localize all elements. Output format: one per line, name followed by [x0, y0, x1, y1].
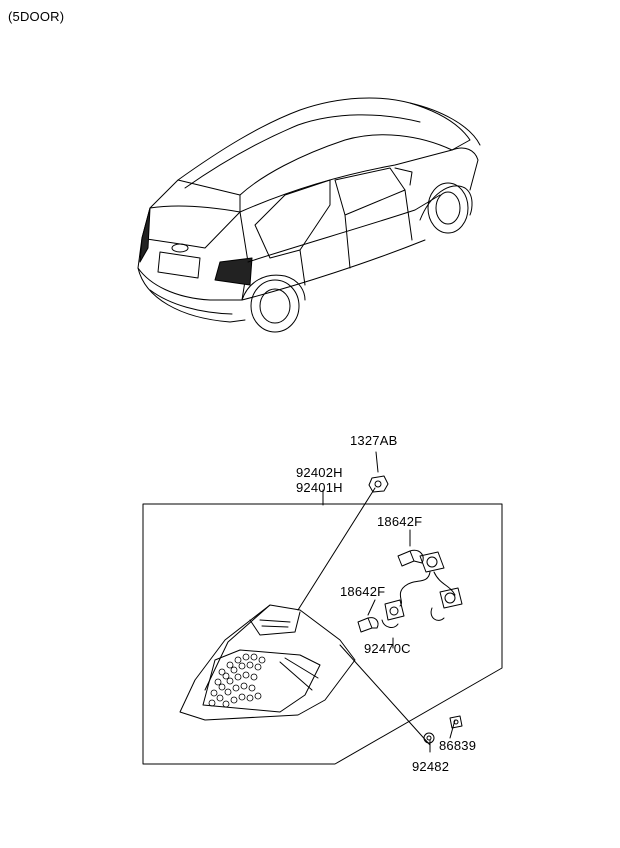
tail-lamp-part [179, 604, 356, 721]
part-label-grommet: 1327AB [350, 433, 398, 448]
bulb-upper-part [397, 549, 424, 567]
nut-part [449, 715, 463, 729]
part-label-screw: 92482 [412, 759, 450, 774]
socket-wiring-part [381, 551, 463, 628]
part-label-nut: 86839 [439, 738, 477, 753]
screw-part [423, 732, 435, 744]
part-label-lamp-lh: 92401H [296, 480, 343, 495]
part-label-lamp-rh: 92402H [296, 465, 343, 480]
part-label-socket-wiring: 92470C [364, 641, 411, 656]
part-label-bulb-lower: 18642F [340, 584, 386, 599]
bulb-lower-part [357, 617, 379, 633]
assembly-frame [142, 503, 503, 765]
leader-lines [297, 451, 456, 753]
part-label-bulb-upper: 18642F [377, 514, 423, 529]
vehicle-illustration [137, 97, 481, 333]
grommet-part [368, 475, 389, 493]
variant-label: (5DOOR) [8, 9, 65, 24]
